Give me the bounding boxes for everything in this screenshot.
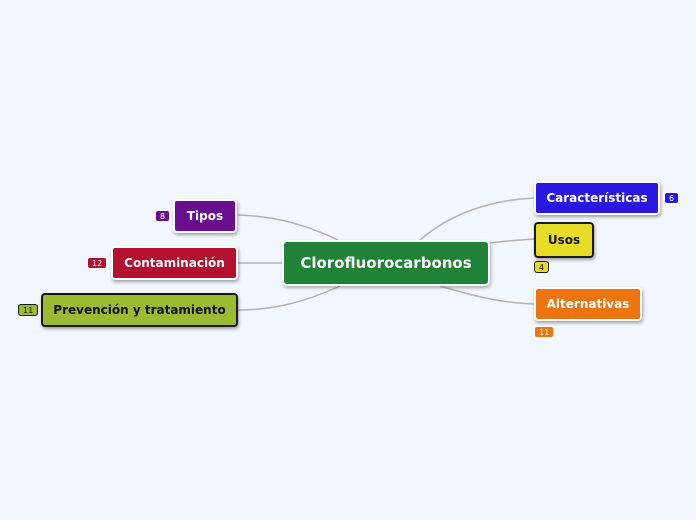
topic-prevencion-label: Prevención y tratamiento [53,303,226,317]
connector-tipos [237,214,339,241]
topic-usos-count: 4 [539,263,545,272]
topic-usos-count-badge[interactable]: 4 [534,261,550,273]
topic-caracteristicas-count-badge[interactable]: 6 [664,192,680,204]
topic-alternativas[interactable]: Alternativas [534,287,642,321]
connector-alternativas [439,285,535,305]
topic-contaminacion-count-badge[interactable]: 12 [87,257,108,269]
connector-usos [489,238,535,244]
topic-tipos-count: 8 [160,212,166,221]
topic-contaminacion[interactable]: Contaminación [111,246,238,280]
topic-prevencion[interactable]: Prevención y tratamiento [41,293,238,327]
topic-tipos[interactable]: Tipos [173,199,237,233]
topic-contaminacion-count: 12 [92,259,103,268]
topic-prevencion-count: 11 [23,306,34,315]
topic-usos[interactable]: Usos [534,222,594,258]
topic-caracteristicas-count: 6 [669,194,675,203]
topic-caracteristicas[interactable]: Características [534,181,660,215]
topic-tipos-label: Tipos [186,209,224,223]
topic-tipos-count-badge[interactable]: 8 [155,210,171,222]
topic-alternativas-count-badge[interactable]: 11 [534,326,555,338]
central-topic-label: Clorofluorocarbonos [300,254,472,272]
topic-usos-label: Usos [547,233,581,247]
topic-caracteristicas-label: Características [546,191,648,205]
topic-prevencion-count-badge[interactable]: 11 [18,304,39,316]
connector-caracteristicas [419,197,535,241]
topic-alternativas-label: Alternativas [546,297,630,311]
topic-alternativas-count: 11 [539,328,550,337]
central-topic[interactable]: Clorofluorocarbonos [282,240,490,286]
topic-contaminacion-label: Contaminación [124,256,225,270]
connector-prevencion [237,285,341,311]
